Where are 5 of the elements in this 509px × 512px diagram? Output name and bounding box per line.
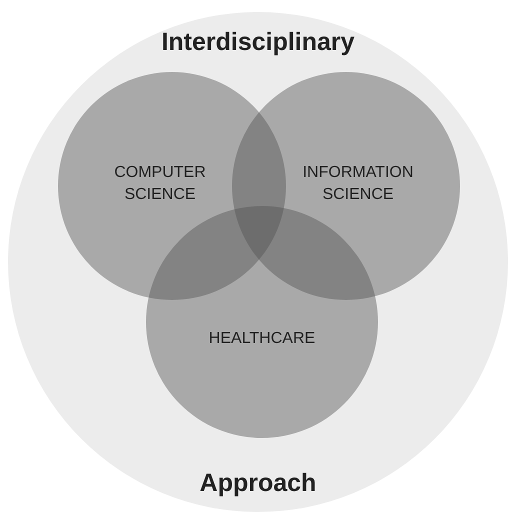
heading-text: Interdisciplinary — [161, 28, 355, 57]
heading-text: Approach — [200, 469, 316, 498]
circle-label: COMPUTER SCIENCE — [113, 163, 207, 205]
circle-label: HEALTHCARE — [208, 329, 316, 349]
circle-label: INFORMATION SCIENCE — [302, 163, 414, 205]
